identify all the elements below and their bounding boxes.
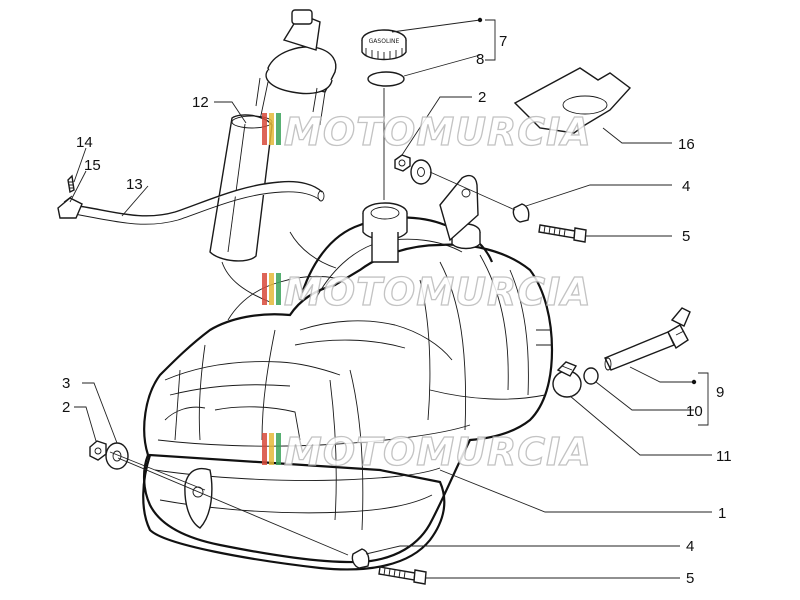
- cap-label: GASOLINE: [369, 38, 400, 45]
- hose-clamp: [552, 361, 582, 398]
- callout-8: 8: [476, 51, 484, 68]
- callout-12: 12: [192, 94, 209, 111]
- washer-upper: [410, 159, 432, 185]
- spacer-lower: [351, 548, 370, 569]
- outlet-o-ring: [583, 367, 599, 385]
- watermark-text: MOTOMURCIA: [284, 270, 592, 314]
- callout-3: 3: [62, 375, 70, 392]
- watermark-middle: MOTOMURCIA: [262, 269, 592, 315]
- watermark-bottom: MOTOMURCIA: [262, 429, 592, 475]
- watermark-text: MOTOMURCIA: [284, 430, 592, 474]
- callout-4-upper: 4: [682, 178, 690, 195]
- callout-15: 15: [84, 157, 101, 174]
- callout-9: 9: [716, 384, 724, 401]
- callout-5-lower: 5: [686, 570, 694, 587]
- fuel-outlet-pipe: [604, 307, 691, 371]
- callouts: 7 8 2 16 4 5 12 13 14 15 9 10 11 1 4 5 3…: [62, 33, 732, 587]
- screw-upper: [538, 224, 587, 243]
- callout-10: 10: [686, 403, 703, 420]
- leader-lines: [69, 17, 712, 579]
- nut-upper: [394, 154, 411, 172]
- callout-1: 1: [718, 505, 726, 522]
- callout-2-lower: 2: [62, 399, 70, 416]
- watermark-text: MOTOMURCIA: [284, 110, 592, 154]
- callout-4-lower: 4: [686, 538, 694, 555]
- callout-11: 11: [716, 448, 732, 465]
- callout-16: 16: [678, 136, 695, 153]
- fuel-cap: GASOLINE: [361, 29, 407, 61]
- o-ring: [367, 71, 405, 87]
- callout-13: 13: [126, 176, 143, 193]
- callout-7: 7: [499, 33, 507, 50]
- spacer-upper: [512, 203, 530, 223]
- fuel-tank: [142, 174, 554, 571]
- breather-hose: [57, 174, 325, 225]
- washer-lower: [105, 442, 129, 470]
- watermark-top: MOTOMURCIA: [262, 109, 592, 155]
- screw-lower: [378, 566, 427, 585]
- callout-14: 14: [76, 134, 93, 151]
- fuel-level-sender: [209, 9, 337, 303]
- callout-2-upper: 2: [478, 89, 486, 106]
- callout-5-upper: 5: [682, 228, 690, 245]
- nut-lower: [89, 440, 107, 461]
- heat-shield-plate: [513, 67, 632, 134]
